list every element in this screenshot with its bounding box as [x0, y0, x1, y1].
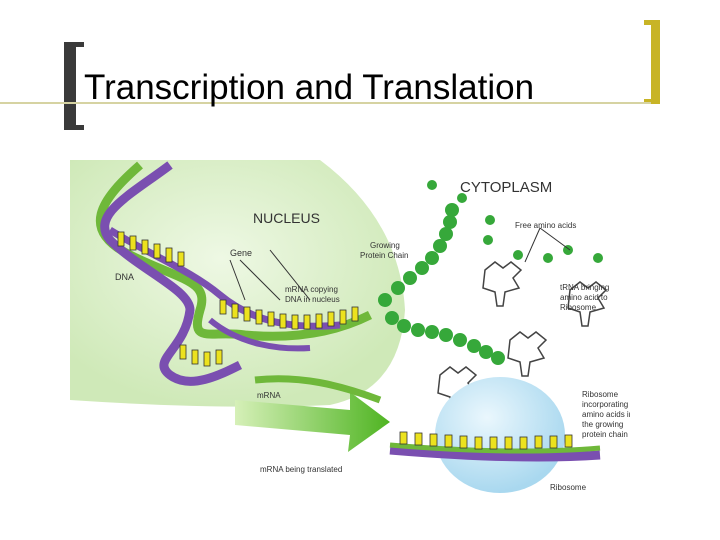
ribosome-shape — [435, 377, 565, 493]
label-mrna-copying-2: DNA in nucleus — [285, 295, 340, 304]
label-free-amino-acids: Free amino acids — [515, 221, 576, 230]
title-bracket-right-top — [644, 20, 660, 25]
label-gene: Gene — [230, 248, 252, 258]
label-mrna: mRNA — [257, 391, 281, 400]
label-growing-1: Growing — [370, 241, 400, 250]
title-bracket-left-top — [64, 42, 84, 47]
label-ribosome-incorp-1: Ribosome — [582, 390, 619, 399]
title-bracket-right-bottom — [644, 99, 660, 104]
label-ribosome-incorp-5: protein chain — [582, 430, 628, 439]
label-trna-2: amino acid to — [560, 293, 608, 302]
nucleus-shape — [70, 160, 405, 407]
label-mrna-translated: mRNA being translated — [260, 465, 342, 474]
dna-helix — [96, 161, 373, 386]
label-ribosome-incorp-2: incorporating — [582, 400, 628, 409]
free-amino-acids — [427, 180, 603, 263]
slide-title: Transcription and Translation — [84, 68, 535, 107]
mrna-strand — [254, 375, 601, 462]
label-ribosome: Ribosome — [550, 483, 587, 492]
label-dna: DNA — [115, 272, 134, 282]
title-bracket-left — [64, 42, 76, 130]
label-trna-1: tRNA bringing — [560, 283, 609, 292]
label-ribosome-incorp-3: amino acids into — [582, 410, 630, 419]
trna-molecules — [437, 261, 608, 412]
label-growing-2: Protein Chain — [360, 251, 408, 260]
label-nucleus: NUCLEUS — [253, 210, 320, 226]
title-underline — [0, 102, 651, 104]
amino-acid-chain — [378, 203, 505, 365]
title-bracket-left-bottom — [64, 125, 84, 130]
label-cytoplasm: CYTOPLASM — [460, 179, 552, 196]
label-ribosome-incorp-4: the growing — [582, 420, 623, 429]
transcription-translation-diagram: CYTOPLASM NUCLEUS Gene DNA Growing Prote… — [70, 160, 630, 493]
label-mrna-copying-1: mRNA copying — [285, 285, 338, 294]
title-bracket-right — [651, 20, 660, 104]
label-trna-3: Ribosome — [560, 303, 597, 312]
translation-arrow — [235, 392, 390, 452]
leader-lines — [229, 227, 571, 301]
